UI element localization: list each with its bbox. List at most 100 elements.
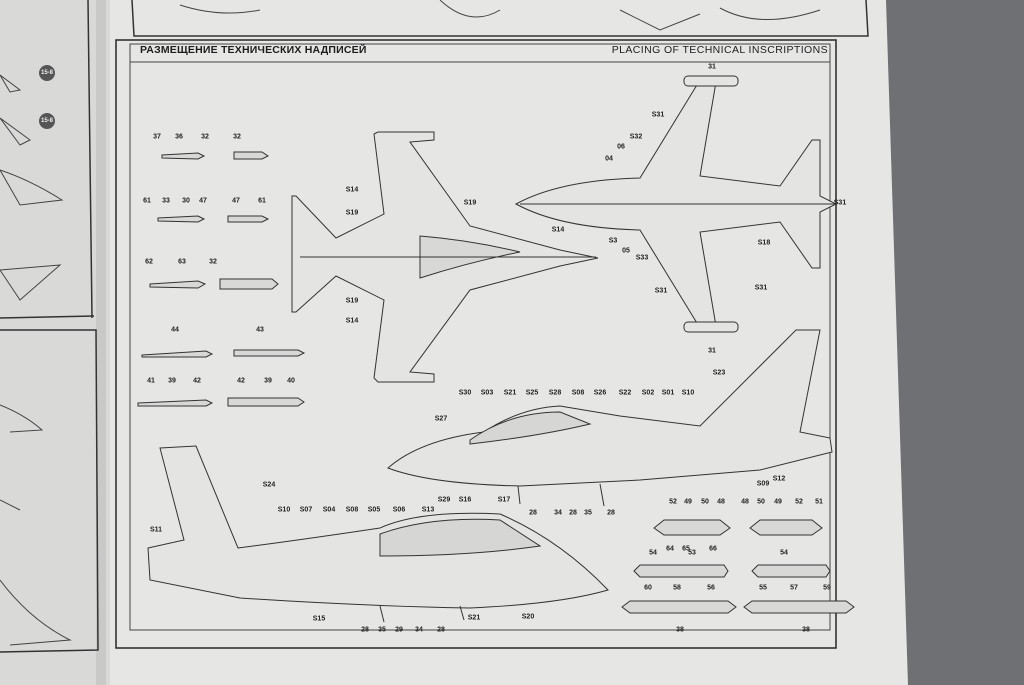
callout-bottom-view: S31 — [651, 111, 665, 119]
callout-top-view: S14 — [345, 186, 359, 194]
callout-side-left: 28 — [361, 626, 369, 634]
callout-side-right: S16 — [458, 496, 472, 504]
callout-weapons: 61 — [258, 197, 266, 205]
callout-bottom-view: S33 — [635, 254, 649, 262]
callout-tanks: 49 — [684, 498, 692, 506]
callout-bottom-view: 31 — [708, 347, 716, 355]
callout-tanks: 38 — [676, 626, 684, 634]
callout-bottom-view: S32 — [629, 133, 643, 141]
callout-bottom-view: S3 — [608, 237, 618, 245]
panel-title-en: PLACING OF TECHNICAL INSCRIPTIONS — [611, 44, 828, 56]
callout-weapons: 47 — [199, 197, 207, 205]
callout-tanks: 48 — [717, 498, 725, 506]
callout-side-right: S12 — [772, 475, 786, 483]
callout-tanks: 51 — [815, 498, 823, 506]
callout-tanks: 48 — [741, 498, 749, 506]
callout-side-left: S15 — [312, 615, 326, 623]
callout-weapons: 32 — [233, 133, 241, 141]
panel-title-ru: РАЗМЕЩЕНИЕ ТЕХНИЧЕСКИХ НАДПИСЕЙ — [140, 44, 367, 56]
callout-weapons: 40 — [287, 377, 295, 385]
callout-weapons: 44 — [171, 326, 179, 334]
callout-bottom-view: 06 — [617, 143, 625, 151]
callout-side-left: S21 — [467, 614, 481, 622]
callout-bottom-view: S31 — [654, 287, 668, 295]
callout-side-left: S10 — [277, 506, 291, 514]
callout-tanks: 57 — [790, 584, 798, 592]
callout-weapons: 32 — [201, 133, 209, 141]
callout-side-right: S26 — [593, 389, 607, 397]
callout-side-left: 28 — [437, 626, 445, 634]
callout-tanks: 58 — [673, 584, 681, 592]
callout-side-right: S28 — [548, 389, 562, 397]
callout-side-right: S17 — [497, 496, 511, 504]
callout-side-left: S04 — [322, 506, 336, 514]
callout-side-left: S11 — [149, 526, 163, 534]
callout-top-view: S19 — [345, 297, 359, 305]
callout-bottom-view: 05 — [622, 247, 630, 255]
callout-side-right: S22 — [618, 389, 632, 397]
callout-side-right: S29 — [437, 496, 451, 504]
callout-tanks: 38 — [802, 626, 810, 634]
callout-tanks: 66 — [709, 545, 717, 553]
callout-top-view: S14 — [345, 317, 359, 325]
callout-tanks: 56 — [707, 584, 715, 592]
callout-tanks: 50 — [701, 498, 709, 506]
callout-side-left: 29 — [395, 626, 403, 634]
callout-weapons: 39 — [168, 377, 176, 385]
callout-side-right: S25 — [525, 389, 539, 397]
callout-tanks: 53 — [688, 549, 696, 557]
callout-side-right: S03 — [480, 389, 494, 397]
callout-side-left: S05 — [367, 506, 381, 514]
callout-side-right: 28 — [569, 509, 577, 517]
callout-weapons: 36 — [175, 133, 183, 141]
callout-side-left: S08 — [345, 506, 359, 514]
callout-weapons: 32 — [209, 258, 217, 266]
callout-side-right: S09 — [756, 480, 770, 488]
callout-weapons: 41 — [147, 377, 155, 385]
callout-tanks: 50 — [757, 498, 765, 506]
callout-side-right: 35 — [584, 509, 592, 517]
callout-side-right: S23 — [712, 369, 726, 377]
callout-weapons: 37 — [153, 133, 161, 141]
callout-bottom-view: 31 — [708, 63, 716, 71]
callout-top-view: S19 — [345, 209, 359, 217]
callout-side-right: 34 — [554, 509, 562, 517]
callout-side-badges: 15-8 — [40, 70, 54, 76]
callout-tanks: 64 — [666, 545, 674, 553]
callout-weapons: 63 — [178, 258, 186, 266]
callout-side-left: S13 — [421, 506, 435, 514]
callout-side-left: S20 — [521, 613, 535, 621]
callout-tanks: 52 — [669, 498, 677, 506]
callout-tanks: 52 — [795, 498, 803, 506]
callout-weapons: 47 — [232, 197, 240, 205]
callout-side-badges: 15-8 — [40, 118, 54, 124]
callout-side-left: S06 — [392, 506, 406, 514]
callout-weapons: 42 — [237, 377, 245, 385]
callout-weapons: 30 — [182, 197, 190, 205]
callout-bottom-view: S31 — [833, 199, 847, 207]
callout-tanks: 60 — [644, 584, 652, 592]
callout-weapons: 42 — [193, 377, 201, 385]
callout-side-left: S24 — [262, 481, 276, 489]
callout-side-right: S27 — [434, 415, 448, 423]
callout-tanks: 59 — [823, 584, 831, 592]
callout-side-right: S30 — [458, 389, 472, 397]
callout-bottom-view: S18 — [757, 239, 771, 247]
callout-side-left: 34 — [415, 626, 423, 634]
callout-side-right: S01 — [661, 389, 675, 397]
callout-weapons: 43 — [256, 326, 264, 334]
callout-side-right: S10 — [681, 389, 695, 397]
callout-side-right: 28 — [607, 509, 615, 517]
callout-side-left: S07 — [299, 506, 313, 514]
callout-side-right: S21 — [503, 389, 517, 397]
callout-side-left: 35 — [378, 626, 386, 634]
callout-top-view: S19 — [463, 199, 477, 207]
callout-top-view: S14 — [551, 226, 565, 234]
callout-tanks: 65 — [682, 545, 690, 553]
callout-weapons: 39 — [264, 377, 272, 385]
callout-weapons: 61 — [143, 197, 151, 205]
callout-weapons: 33 — [162, 197, 170, 205]
callout-side-right: S08 — [571, 389, 585, 397]
